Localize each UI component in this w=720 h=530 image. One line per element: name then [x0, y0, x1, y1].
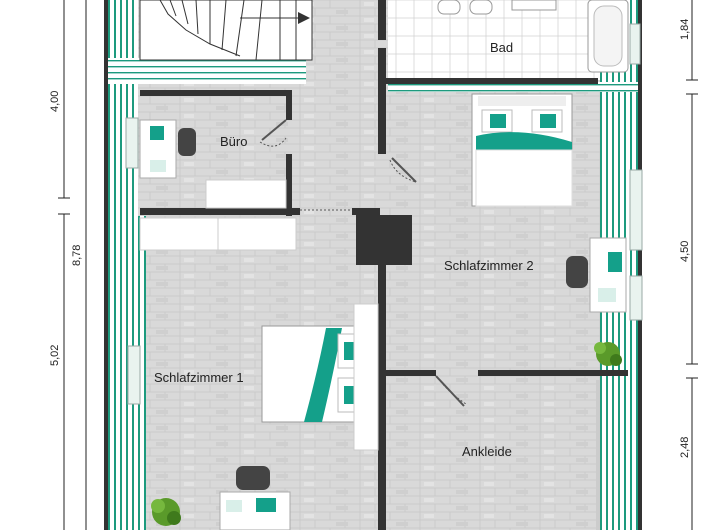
desk-schlafzimmer-1	[219, 466, 291, 530]
room-label-ankleide: Ankleide	[462, 444, 512, 459]
room-label-schlafzimmer-2: Schlafzimmer 2	[444, 258, 534, 273]
dimension-right-middle: 4,50	[679, 241, 691, 262]
ankleide-wardrobe	[596, 380, 628, 530]
plant-right	[594, 342, 622, 366]
dimension-right-top: 1,84	[679, 19, 691, 40]
dimension-lines-right	[686, 0, 698, 530]
cabinets	[139, 179, 297, 251]
dimension-lines-left	[58, 0, 87, 530]
dimension-right-bottom: 2,48	[679, 437, 691, 458]
walls	[104, 0, 642, 530]
dimension-left-lower: 5,02	[49, 345, 61, 366]
bed-schlafzimmer-1	[261, 303, 379, 451]
dimension-left-total: 8,78	[71, 245, 83, 266]
window-left	[127, 345, 141, 405]
desk-schlafzimmer-2	[566, 169, 643, 321]
dimension-left-upper: 4,00	[49, 91, 61, 112]
room-label-bad: Bad	[490, 40, 513, 55]
buero-desk	[125, 117, 196, 179]
staircase	[139, 0, 313, 61]
bed-schlafzimmer-2	[471, 93, 573, 207]
plant-left	[151, 498, 181, 526]
bathroom-fixtures	[437, 0, 641, 73]
room-label-buero: Büro	[220, 134, 247, 149]
room-label-schlafzimmer-1: Schlafzimmer 1	[154, 370, 244, 385]
doors	[259, 119, 467, 407]
